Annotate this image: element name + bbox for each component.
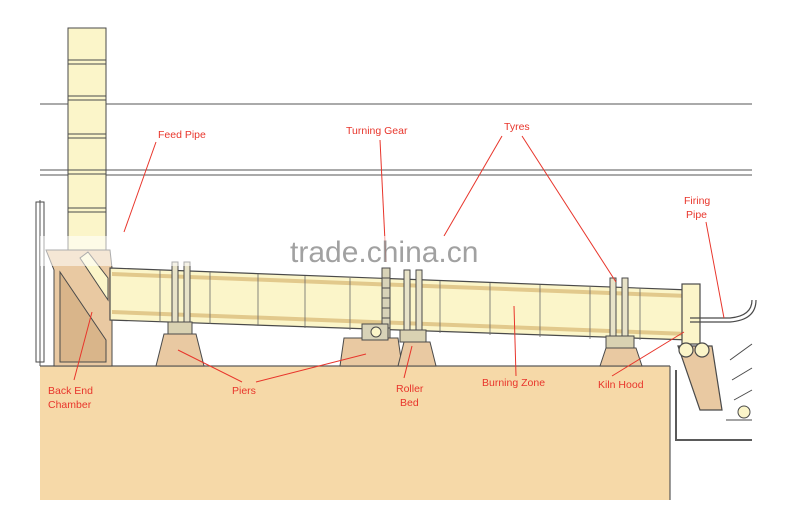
label-tyres: Tyres	[504, 121, 530, 133]
label-piers: Piers	[232, 385, 256, 397]
label-turning-gear: Turning Gear	[346, 125, 408, 137]
pier	[339, 337, 403, 367]
roller-bed	[361, 323, 389, 341]
ground	[40, 365, 752, 500]
label-feed-pipe: Feed Pipe	[158, 129, 206, 141]
kiln-hood	[677, 283, 723, 411]
tyre	[183, 261, 191, 329]
label-kiln-hood: Kiln Hood	[598, 379, 644, 391]
cooler-conveyor	[726, 343, 753, 421]
watermark-band	[40, 236, 520, 266]
watermark-text: trade.china.cn	[290, 236, 478, 269]
tyre	[171, 261, 179, 329]
pier	[397, 341, 437, 367]
pier	[155, 333, 205, 367]
leader-lines	[73, 135, 725, 383]
kiln-shell	[109, 267, 691, 341]
label-back-end-2: Chamber	[48, 399, 92, 411]
preheater-tower	[67, 27, 107, 255]
building-lines	[39, 103, 752, 366]
label-roller-2: Bed	[400, 397, 419, 409]
firing-pipe	[690, 299, 757, 323]
pier	[599, 347, 643, 367]
label-firing-pipe-2: Pipe	[686, 209, 707, 221]
piers	[155, 321, 643, 367]
label-roller-1: Roller	[396, 383, 424, 395]
label-back-end-1: Back End	[48, 385, 93, 397]
label-burning-zone: Burning Zone	[482, 377, 545, 389]
label-firing-pipe-1: Firing	[684, 195, 710, 207]
